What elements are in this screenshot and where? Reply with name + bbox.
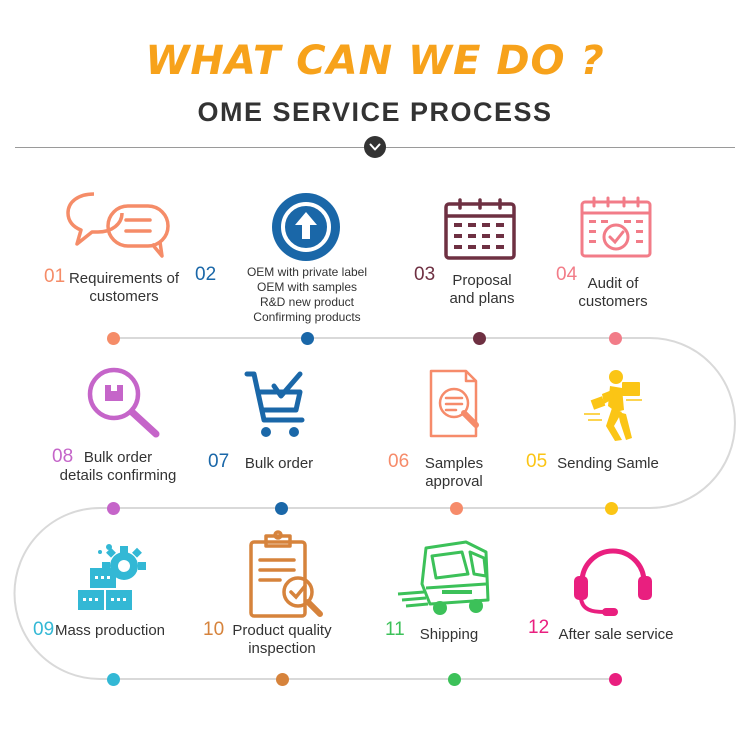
- headset-icon: [574, 548, 652, 616]
- factory-gear-icon: [78, 544, 146, 610]
- step-dot-09: [107, 673, 120, 686]
- step-number-03: 03: [414, 264, 436, 285]
- step-label-03: Proposal and plans: [437, 272, 527, 308]
- step-label-12: After sale service: [550, 626, 682, 644]
- step-label-10: Product quality inspection: [224, 622, 340, 658]
- step-label-line: Bulk order: [244, 455, 314, 472]
- step-dot-10: [276, 673, 289, 686]
- step-label-line: Bulk order: [83, 449, 153, 466]
- chat-bubbles-icon: [66, 192, 170, 258]
- chevron-down-badge: [364, 136, 386, 158]
- step-label-line: Product quality: [232, 622, 332, 639]
- step-number-09: 09: [33, 619, 55, 640]
- truck-icon: [397, 540, 490, 615]
- step-label-line: After sale service: [558, 626, 674, 643]
- step-number-04: 04: [556, 264, 578, 285]
- step-label-08: Bulk order details confirming: [52, 449, 184, 485]
- step-dot-05: [605, 502, 618, 515]
- step-dot-11: [448, 673, 461, 686]
- process-path-line: [13, 337, 736, 680]
- step-number-12: 12: [528, 617, 550, 638]
- step-label-line: Proposal: [452, 272, 512, 289]
- step-dot-08: [107, 502, 120, 515]
- step-number-02: 02: [195, 264, 217, 285]
- document-search-icon: [429, 369, 479, 438]
- step-label-line: customers: [89, 288, 159, 305]
- step-label-01: Requirements of customers: [64, 270, 184, 306]
- step-label-line: Audit of: [587, 275, 639, 292]
- magnifier-box-icon: [87, 367, 160, 438]
- step-label-line: inspection: [248, 640, 316, 657]
- shopping-cart-check-icon: [244, 371, 305, 437]
- calendar-check-icon: [580, 196, 652, 258]
- step-dot-06: [450, 502, 463, 515]
- subheadline: OME SERVICE PROCESS: [197, 97, 553, 127]
- step-number-07: 07: [208, 451, 230, 472]
- step-label-09: Mass production: [52, 622, 168, 640]
- step-dot-01: [107, 332, 120, 345]
- step-label-04: Audit of customers: [570, 275, 656, 311]
- headline: WHAT CAN WE DO ?: [145, 38, 605, 84]
- step-number-01: 01: [44, 266, 66, 287]
- step-label-line: details confirming: [59, 467, 177, 484]
- step-label-06: Samples approval: [414, 455, 494, 491]
- step-label-11: Shipping: [412, 626, 486, 644]
- clipboard-check-icon: [249, 530, 323, 618]
- step-label-line: and plans: [449, 290, 515, 307]
- step-label-line: OEM with samples: [256, 280, 358, 294]
- step-number-10: 10: [203, 619, 225, 640]
- step-label-05: Sending Samle: [550, 455, 666, 473]
- step-label-line: approval: [425, 473, 483, 490]
- chevron-down-icon: [369, 143, 381, 151]
- step-label-line: Mass production: [54, 622, 166, 639]
- step-number-05: 05: [526, 451, 548, 472]
- step-number-08: 08: [52, 446, 74, 467]
- step-dot-02: [301, 332, 314, 345]
- step-label-line: Requirements of: [68, 270, 180, 287]
- step-number-06: 06: [388, 451, 410, 472]
- step-label-line: Samples: [424, 455, 484, 472]
- step-dot-12: [609, 673, 622, 686]
- step-label-line: R&D new product: [259, 295, 355, 309]
- calendar-icon: [444, 198, 516, 260]
- step-label-02: OEM with private label OEM with samples …: [232, 265, 382, 325]
- step-label-line: Sending Samle: [557, 455, 659, 472]
- delivery-man-icon: [584, 370, 642, 441]
- step-label-line: Shipping: [419, 626, 479, 643]
- step-label-line: customers: [578, 293, 648, 310]
- step-number-11: 11: [385, 619, 405, 640]
- upload-circle-icon: [272, 193, 340, 261]
- step-label-line: OEM with private label: [246, 265, 368, 279]
- step-dot-03: [473, 332, 486, 345]
- step-dot-07: [275, 502, 288, 515]
- step-label-07: Bulk order: [236, 455, 322, 473]
- step-label-line: Confirming products: [253, 310, 361, 324]
- step-dot-04: [609, 332, 622, 345]
